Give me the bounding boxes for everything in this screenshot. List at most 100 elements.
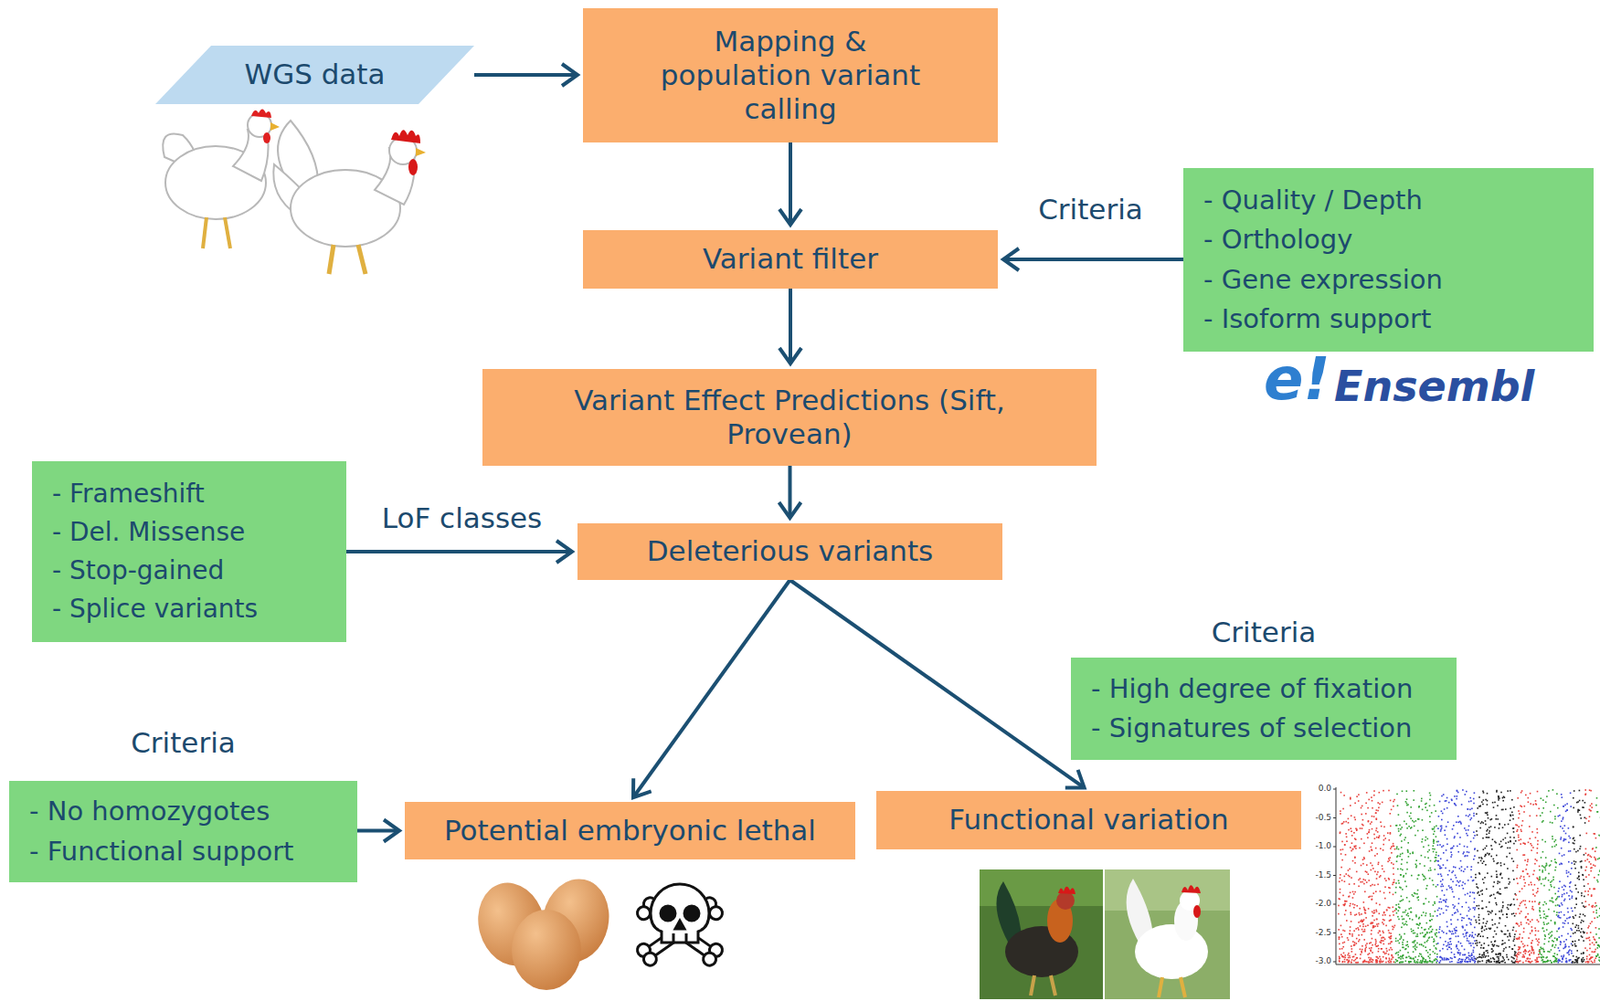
plot-dot [1466,866,1469,869]
plot-dot [1440,830,1442,833]
plot-dot [1439,956,1442,959]
plot-dot [1444,834,1447,837]
plot-dot [1338,937,1341,940]
plot-dot [1420,855,1423,858]
plot-dot [1480,890,1483,893]
plot-dot [1498,922,1501,925]
plot-dot [1415,916,1418,919]
plot-dot [1401,853,1404,856]
plot-dot [1458,950,1461,953]
plot-dot [1431,962,1434,965]
plot-dot [1356,938,1358,941]
plot-dot [1483,954,1485,957]
plot-dot [1507,959,1510,962]
plot-dot [1520,838,1523,841]
plot-dot [1457,941,1460,944]
plot-dot [1516,797,1519,800]
plot-dot [1422,958,1425,961]
plot-dot [1388,859,1391,862]
plot-dot [1536,840,1539,843]
plot-dot [1421,960,1424,963]
plot-dot [1487,959,1490,962]
plot-dot [1388,915,1391,918]
plot-dot [1463,846,1466,848]
plot-dot [1472,880,1474,883]
plot-dot [1491,848,1494,851]
plot-dot [1378,962,1381,965]
plot-dot [1440,829,1442,832]
hen-illustration [251,109,272,119]
plot-dot [1397,868,1399,871]
plot-dot [1410,875,1413,878]
plot-dot [1528,876,1531,879]
plot-dot [1449,962,1452,965]
plot-dot [1360,838,1363,841]
plot-dot [1468,953,1471,955]
plot-dot [1478,956,1481,959]
plot-dot [1344,961,1346,964]
plot-dot [1371,807,1374,810]
plot-dot [1483,918,1485,921]
plot-dot [1388,949,1391,952]
plot-dot [1380,948,1383,951]
plot-dot [1338,956,1341,959]
plot-dot [1462,927,1464,930]
plot-dot [1437,874,1440,877]
plot-dot [1426,932,1429,935]
plot-dot [1380,940,1383,943]
plot-dot [1389,938,1392,941]
plot-dot [1339,849,1342,852]
plot-dot [1418,874,1420,877]
plot-dot [1352,903,1355,906]
plot-dot [1458,958,1461,961]
plot-dot [1437,845,1440,848]
plot-dot [1496,961,1499,964]
plot-dot [1498,953,1501,956]
plot-dot [1399,835,1402,838]
plot-dot [1370,869,1373,872]
plot-dot [1531,831,1534,834]
plot-dot [1345,821,1347,824]
plot-dot [1508,883,1511,886]
plot-dot [1383,826,1386,829]
plot-dot [1456,880,1459,883]
plot-dot [1430,869,1432,872]
plot-dot [1367,832,1370,835]
plot-dot [1390,958,1393,961]
plot-dot [1479,961,1482,964]
plot-dot [1485,928,1488,931]
plot-dot [1452,825,1455,827]
plot-dot [1358,912,1361,915]
plot-dot [1371,884,1374,887]
plot-dot [1465,933,1468,936]
plot-dot [1384,886,1387,889]
plot-dot [1509,847,1512,850]
plot-dot [1478,796,1481,799]
plot-dot [1406,897,1409,900]
plot-dot [1453,953,1456,956]
plot-dot [1346,954,1349,957]
plot-dot [1366,833,1369,836]
plot-dot [1364,931,1367,933]
plot-dot [1445,849,1448,852]
plot-dot [1519,960,1522,963]
plot-dot [1349,905,1352,908]
plot-dot [1388,953,1390,956]
plot-dot [1413,790,1416,793]
plot-dot [1476,834,1479,837]
plot-dot [1340,853,1343,856]
plot-dot [1472,813,1475,816]
plot-dot [1365,813,1367,816]
plot-dot [1502,956,1505,959]
plot-dot [1532,874,1535,877]
plot-dot [1388,858,1390,860]
plot-dot [1438,901,1441,904]
plot-dot [1502,826,1505,829]
plot-dot [1346,959,1349,962]
plot-dot [1361,824,1364,827]
plot-dot [1487,817,1490,820]
plot-dot [1367,799,1370,802]
plot-dot [1339,831,1342,834]
plot-dot [1370,947,1373,950]
plot-dot [1347,961,1350,964]
